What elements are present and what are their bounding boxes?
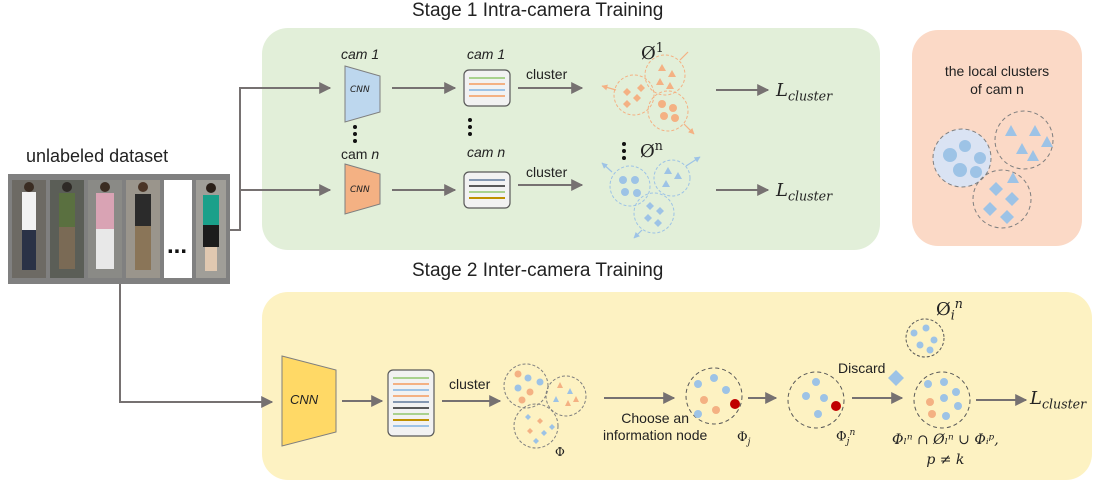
phi-j-graphic: [685, 367, 743, 425]
stage2-title: Stage 2 Inter-camera Training: [412, 260, 664, 281]
camn-cluster-label: cluster: [526, 164, 568, 180]
cnn-cam1-block: [344, 65, 381, 123]
stage2-cnn-label: CNN: [290, 392, 319, 407]
camn-cluster-graphic: [601, 156, 701, 239]
svg-text:CNN: CNN: [350, 185, 370, 195]
cam1-cluster-label: cluster: [526, 66, 568, 82]
dataset-ellipsis: ...: [167, 232, 188, 259]
stage1-panel: [262, 28, 880, 250]
stage2-loss-label: Lcluster: [1030, 388, 1087, 412]
set-top-label: Øin: [936, 296, 963, 323]
cnn-camn-block: [344, 163, 381, 215]
phi-jn-graphic: [787, 371, 845, 429]
stage1-title: Stage 1 Intra-camera Training: [412, 0, 664, 21]
feature-box-stage2: [387, 369, 435, 437]
phi-label: Φ: [555, 445, 565, 459]
discarded-node: [888, 370, 904, 386]
camn-set-label: Øn: [640, 138, 663, 162]
cam1-set-label: Ø1: [641, 40, 664, 64]
feature-box-cam1: [463, 69, 511, 107]
local-clusters-graphic: [932, 110, 1054, 229]
merged-cluster-graphic: [913, 371, 971, 429]
cam1-feature-label: cam 1: [467, 46, 506, 62]
cam1-cluster-graphic: [601, 51, 695, 135]
pedestrian-thumbnails: [12, 180, 226, 278]
camn-loss-label: Lcluster: [776, 180, 833, 204]
camn-label: cam n: [341, 146, 380, 162]
stage2-cluster-label: cluster: [449, 376, 491, 392]
camn-feature-label: cam n: [467, 144, 506, 160]
cnn-stage2-block: [281, 355, 337, 447]
phi-j-label: Φj: [737, 430, 751, 448]
dataset-label: unlabeled dataset: [26, 146, 169, 166]
phi-jn-label: Φjn: [836, 428, 856, 447]
discard-label: Discard: [838, 360, 886, 376]
feature-box-camn: [463, 171, 511, 209]
cam1-loss-label: Lcluster: [776, 80, 833, 104]
mixed-cluster-graphic: [503, 363, 587, 449]
svg-text:CNN: CNN: [350, 85, 370, 95]
merge-formula: Φₗⁿ ∩ Øₗⁿ ∪ Φᵢᵖ,p ≠ k: [892, 432, 999, 468]
cam1-label: cam 1: [341, 46, 380, 62]
top-small-cluster: [905, 318, 945, 358]
